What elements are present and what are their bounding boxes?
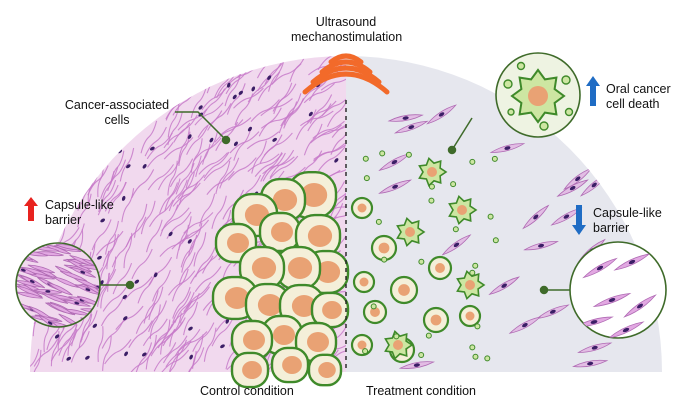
cell-death-inset xyxy=(495,52,581,138)
cell-death-line2: cell death xyxy=(606,97,660,111)
caf-label-line1: Cancer-associated xyxy=(64,98,170,112)
left-barrier-label: Capsule-like barrier xyxy=(45,198,114,228)
increase-arrow-icon xyxy=(24,197,38,221)
right-barrier-label: Capsule-like barrier xyxy=(593,206,662,236)
callout-lines xyxy=(100,111,570,295)
cell-death-label: Oral cancer cell death xyxy=(606,82,671,112)
ultrasound-label-line2: mechanostimulation xyxy=(291,30,403,44)
right-barrier-line2: barrier xyxy=(593,221,630,235)
cell-death-line1: Oral cancer xyxy=(606,82,671,96)
caf-label-line2: cells xyxy=(104,113,130,127)
treatment-condition-label: Treatment condition xyxy=(366,384,477,398)
caf-label: Cancer-associated cells xyxy=(58,98,176,128)
right-barrier-inset xyxy=(569,241,667,339)
ultrasound-waves-icon xyxy=(302,53,390,95)
decrease-arrow-icon xyxy=(572,205,586,235)
control-condition-label: Control condition xyxy=(200,384,294,398)
right-barrier-line1: Capsule-like xyxy=(593,206,662,220)
left-barrier-line2: barrier xyxy=(45,213,82,227)
increase-arrow-blue-icon xyxy=(586,76,600,106)
left-barrier-line1: Capsule-like xyxy=(45,198,114,212)
ultrasound-label-line1: Ultrasound xyxy=(315,15,377,29)
tumor-cell-cluster xyxy=(211,170,350,389)
ultrasound-label: Ultrasound mechanostimulation xyxy=(291,15,403,45)
